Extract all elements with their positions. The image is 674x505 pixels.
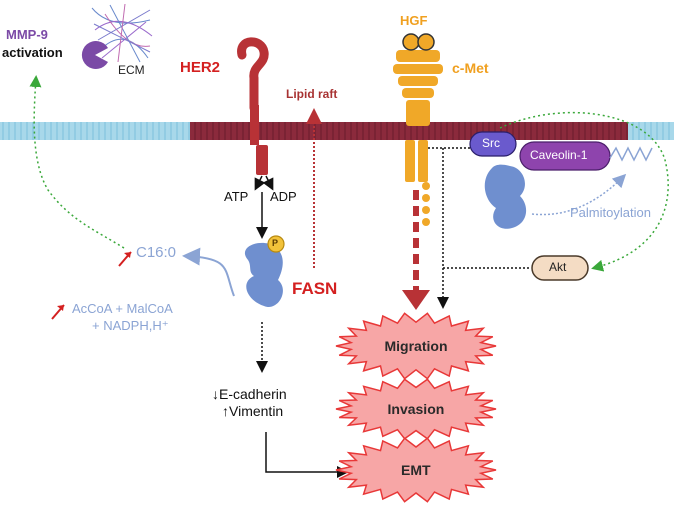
ecm-fibers	[91, 3, 153, 63]
fasn-product-arrow	[182, 247, 235, 297]
outcome-stars	[335, 312, 497, 503]
palmitoyl-chain	[609, 146, 653, 162]
substrates-increase-arrowhead	[57, 305, 64, 311]
phospho-group-icon	[267, 235, 285, 253]
substrates-line2: + NADPH,H⁺	[92, 318, 169, 333]
fasn-enzyme-icon	[244, 242, 283, 308]
ecadherin-label: ↓E-cadherin	[212, 386, 287, 402]
caveolin-pill	[519, 141, 611, 171]
emt-arrow	[265, 432, 349, 478]
atp-label: ATP	[224, 189, 249, 204]
invasion-star	[335, 378, 497, 440]
outcome-invasion-label: Invasion	[387, 400, 445, 417]
c16-label: C16:0	[136, 244, 177, 261]
caveolin-to-akt-arrow	[499, 111, 669, 272]
migration-star	[335, 312, 497, 380]
palmitoylation-label: Palmitoylation	[570, 205, 651, 220]
src-label: Src	[482, 136, 500, 150]
lipid-raft-label: Lipid raft	[286, 87, 338, 101]
mmp9-label: MMP-9	[6, 27, 48, 42]
adp-label: ADP	[270, 189, 297, 204]
outcome-migration-label: Migration	[384, 337, 448, 354]
src-pill	[469, 131, 517, 157]
her2-label: HER2	[180, 59, 221, 76]
vimentin-label: ↑Vimentin	[222, 403, 284, 419]
caveolin-enzyme-icon	[484, 164, 527, 229]
cmet-label: c-Met	[452, 60, 489, 76]
cmet-to-migration-arrowhead	[402, 290, 430, 310]
her2-receptor	[237, 37, 269, 175]
activation-label: activation	[2, 45, 63, 60]
hgf-label: HGF	[400, 13, 428, 28]
atp-adp-arrows	[254, 175, 274, 239]
phospho-label: P	[272, 238, 279, 248]
caveolin-label: Caveolin-1	[530, 148, 588, 162]
akt-label: Akt	[549, 260, 567, 274]
mmp9-enzyme-icon	[81, 41, 108, 70]
emt-star	[335, 437, 497, 503]
outcome-emt-label: EMT	[401, 461, 431, 478]
akt-pill	[531, 255, 589, 281]
palmitoylation-arrow	[531, 173, 627, 216]
cmet-receptor	[393, 50, 443, 226]
ecm-label: ECM	[118, 63, 145, 77]
cell-membrane	[0, 122, 674, 140]
c16-increase-arrowhead	[124, 252, 131, 258]
signal-dotted-paths	[256, 147, 530, 373]
substrates-line1: AcCoA + MalCoA	[72, 301, 173, 316]
hgf-ligand-icon	[402, 33, 435, 51]
fasn-label: FASN	[292, 279, 338, 298]
c16-to-mmp9-arrow	[29, 75, 125, 249]
